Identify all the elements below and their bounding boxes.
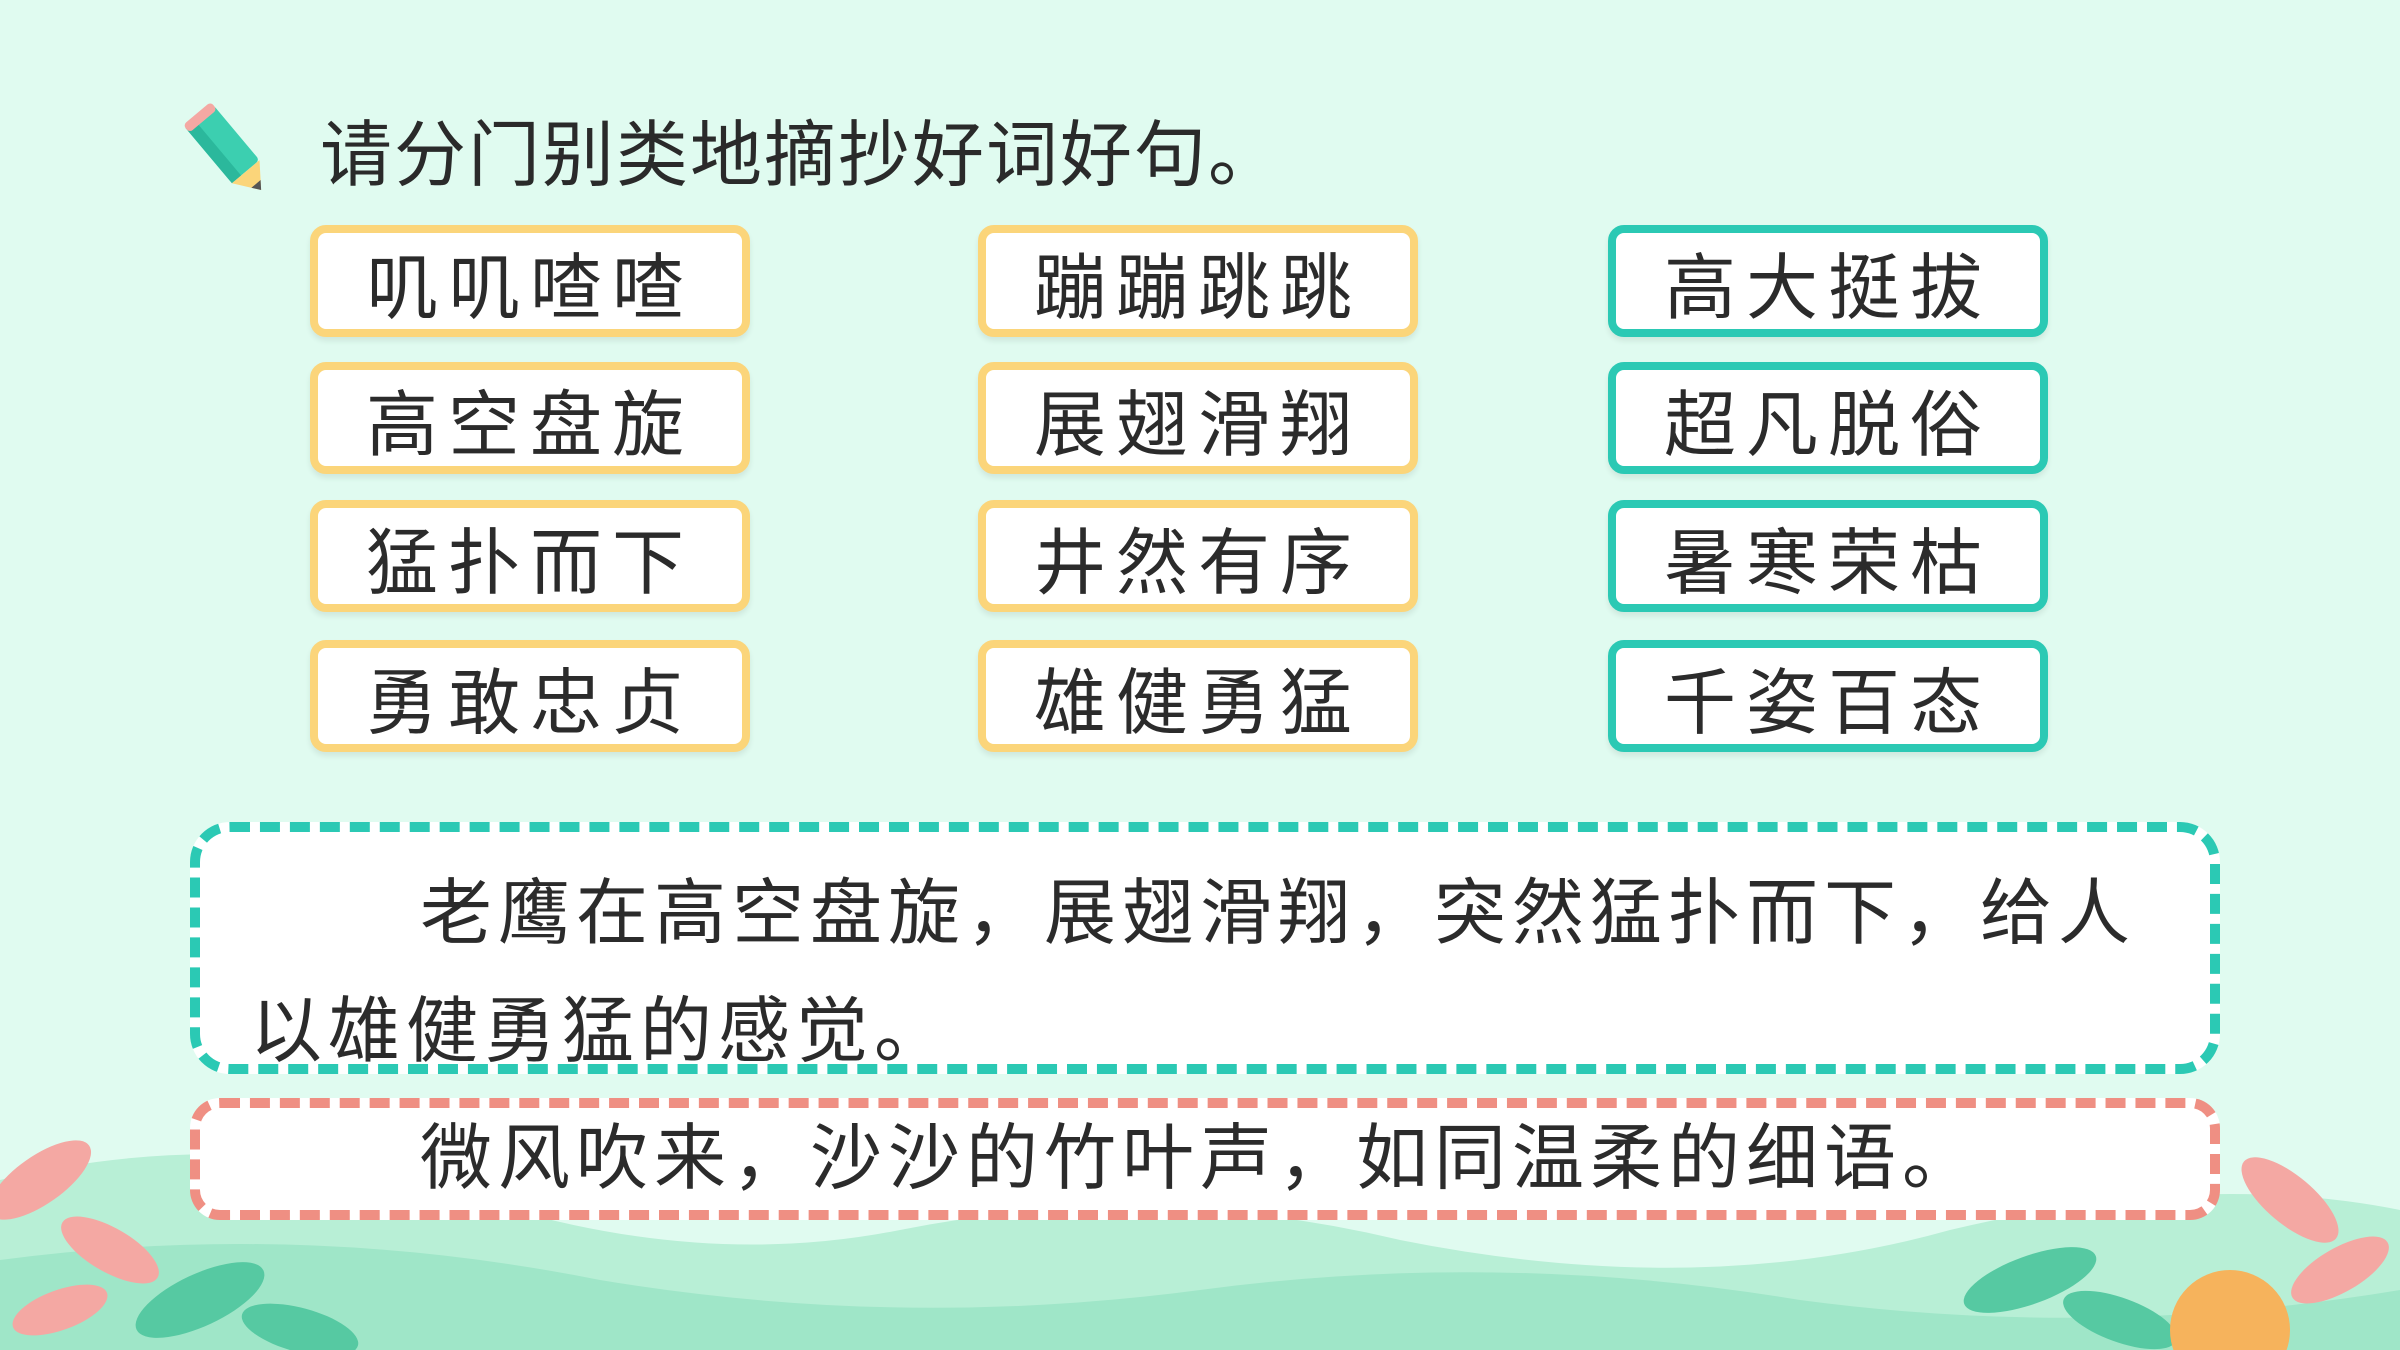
word-card: 叽叽喳喳 (310, 225, 750, 337)
word-card: 雄健勇猛 (978, 640, 1418, 752)
leaf-cluster-right (2241, 1157, 2389, 1304)
word-card: 高大挺拔 (1608, 225, 2048, 337)
pencil-icon (184, 103, 262, 191)
instruction-header: 请分门别类地摘抄好词好句。 (180, 78, 1282, 218)
leaf-cluster-left (0, 1140, 159, 1336)
word-card: 暑寒荣枯 (1608, 500, 2048, 612)
leaf-cluster-right-green (1963, 1247, 2177, 1350)
word-card: 蹦蹦跳跳 (978, 225, 1418, 337)
word-card: 高空盘旋 (310, 362, 750, 474)
leaf-cluster-left-green (135, 1262, 359, 1350)
orange-fruit (2170, 1270, 2290, 1350)
sentence-text: 微风吹来，沙沙的竹叶声，如同温柔的细语。 (420, 1116, 1981, 1200)
word-card: 展翅滑翔 (978, 362, 1418, 474)
word-card: 千姿百态 (1608, 640, 2048, 752)
instruction-text: 请分门别类地摘抄好词好句。 (320, 112, 1283, 197)
word-card: 井然有序 (978, 500, 1418, 612)
word-card: 超凡脱俗 (1608, 362, 2048, 474)
word-card: 勇敢忠贞 (310, 640, 750, 752)
sentence-box-1: 老鹰在高空盘旋，展翅滑翔，突然猛扑而下，给人以雄健勇猛的感觉。 (190, 822, 2220, 1074)
word-card: 猛扑而下 (310, 500, 750, 612)
sentence-box-2: 微风吹来，沙沙的竹叶声，如同温柔的细语。 (190, 1098, 2220, 1220)
sentence-text: 老鹰在高空盘旋，展翅滑翔，突然猛扑而下，给人以雄健勇猛的感觉。 (250, 871, 2137, 1073)
